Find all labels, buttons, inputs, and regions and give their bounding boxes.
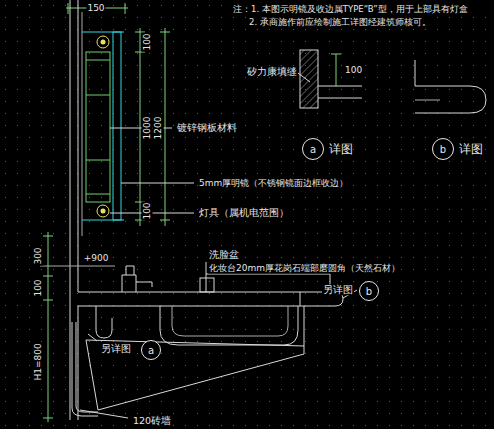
annotation-text: 洗脸盆 bbox=[208, 249, 240, 260]
callout-letter: b bbox=[359, 281, 379, 301]
dimension-text: H1=800 bbox=[33, 342, 44, 381]
linework bbox=[40, 0, 486, 422]
detail-callout: b bbox=[359, 281, 379, 301]
annotation-text: 150 bbox=[86, 3, 105, 14]
dimension-text: 100 bbox=[142, 201, 153, 220]
annotation-text: 镀锌钢板材料 bbox=[176, 122, 238, 133]
annotation-text: +900 bbox=[83, 253, 110, 264]
detail-callout: a 详图 bbox=[302, 138, 353, 160]
callout-letter: b bbox=[432, 138, 454, 160]
annotation-text: 120砖墙 bbox=[132, 415, 172, 426]
callout-letter: a bbox=[302, 138, 324, 160]
annotation-text: 化妆台20mm厚花岗石端部磨圆角（天然石材） bbox=[208, 263, 401, 274]
callout-letter: a bbox=[141, 340, 161, 360]
annotation-text: 注：1. 本图示明镜及收边属TYPE“B”型，用于上部具有灯盒 bbox=[232, 4, 492, 14]
dimension-text: 100 bbox=[33, 278, 44, 297]
annotation-text: 灯具（属机电范围） bbox=[198, 207, 290, 218]
callout-heading: 详图 bbox=[459, 141, 483, 158]
dimension-text: 1200 bbox=[153, 116, 164, 141]
detail-callout: a bbox=[141, 340, 161, 360]
annotation-text: 矽力康填缝 bbox=[246, 66, 298, 77]
callout-heading: 详图 bbox=[329, 141, 353, 158]
annotation-text: 2. 承商施作前应绘制施工详图经建筑师核可。 bbox=[248, 17, 432, 27]
annotation-text: 100 bbox=[344, 65, 363, 76]
annotation-text: 另详图 bbox=[100, 343, 132, 354]
dimension-text: 100 bbox=[142, 32, 153, 51]
detail-callout: b 详图 bbox=[432, 138, 483, 160]
dimension-text: 1000 bbox=[142, 116, 153, 141]
annotation-text: 另详图 bbox=[322, 284, 354, 295]
dimension-text: 300 bbox=[33, 246, 44, 265]
annotation-text: 5mm厚明镜（不锈钢镜面边框收边） bbox=[198, 178, 349, 189]
